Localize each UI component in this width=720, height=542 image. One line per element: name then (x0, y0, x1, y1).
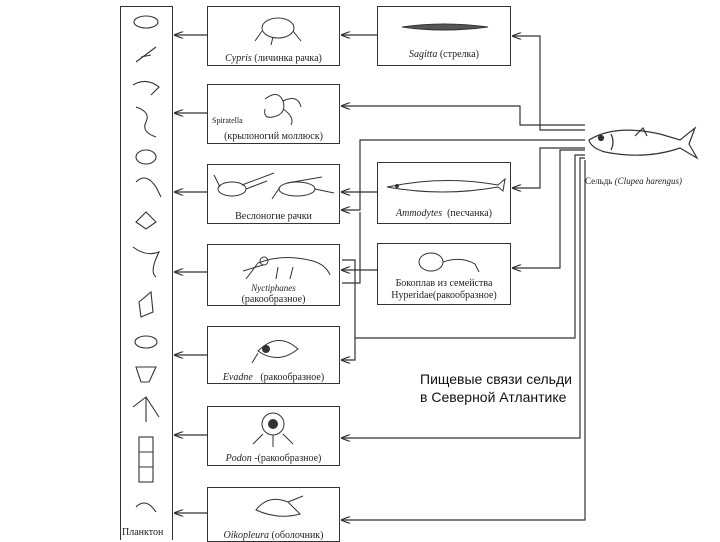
oikopleura-box: Oikopleura (оболочник) (207, 487, 340, 542)
podon-box: Podon -(ракообразное) (207, 406, 340, 466)
caption-line-2: в Северной Атлантике (420, 388, 572, 406)
cypris-label: Cypris (личинка рачка) (208, 53, 339, 64)
plankton-column (120, 6, 173, 540)
evadne-drawing (248, 331, 308, 367)
herring-drawing (585, 118, 703, 168)
caption-line-1: Пищевые связи сельди (420, 370, 572, 388)
ammodytes-label: Ammodytes (песчанка) (378, 208, 510, 219)
ammodytes-drawing (383, 175, 508, 197)
hyperidae-line2: Hyperidae(ракообразное) (378, 290, 510, 301)
evadne-box: Evadne (ракообразное) (207, 326, 340, 384)
copepods-drawing (212, 169, 337, 205)
podon-drawing (248, 409, 308, 449)
plankton-label: Планктон (122, 527, 163, 538)
sagitta-label: Sagitta (стрелка) (378, 49, 510, 60)
podon-label: Podon -(ракообразное) (208, 453, 339, 464)
nyctiphanes-label: (ракообразное) (208, 294, 339, 305)
nyctiphanes-drawing (238, 249, 333, 281)
hyperidae-line1: Бокоплав из семейства (378, 278, 510, 289)
hyperidae-box: Бокоплав из семейства Hyperidae(ракообра… (377, 243, 511, 305)
ammodytes-box: Ammodytes (песчанка) (377, 162, 511, 224)
cypris-drawing (253, 11, 303, 47)
sagitta-box: Sagitta (стрелка) (377, 6, 511, 66)
nyctiphanes-latin: Nyctiphanes (208, 283, 339, 294)
spiratella-box: Spiratella (крылоногий моллюск) (207, 84, 340, 144)
evadne-label: Evadne (ракообразное) (208, 372, 339, 383)
copepods-label: Веслоногие рачки (208, 211, 339, 222)
plankton-drawings (121, 7, 171, 527)
sagitta-drawing (398, 17, 493, 37)
hyperidae-drawing (413, 248, 483, 276)
spiratella-latin: Spiratella (212, 115, 339, 126)
herring-label: Сельдь (Clupea harengus) (585, 176, 682, 186)
cypris-box: Cypris (личинка рачка) (207, 6, 340, 66)
nyctiphanes-box: Nyctiphanes (ракообразное) (207, 244, 340, 306)
copepods-box: Веслоногие рачки (207, 164, 340, 224)
oikopleura-drawing (248, 492, 308, 522)
oikopleura-label: Oikopleura (оболочник) (208, 530, 339, 541)
spiratella-label: (крылоногий моллюск) (208, 131, 339, 142)
diagram-caption: Пищевые связи сельди в Северной Атлантик… (420, 370, 572, 406)
